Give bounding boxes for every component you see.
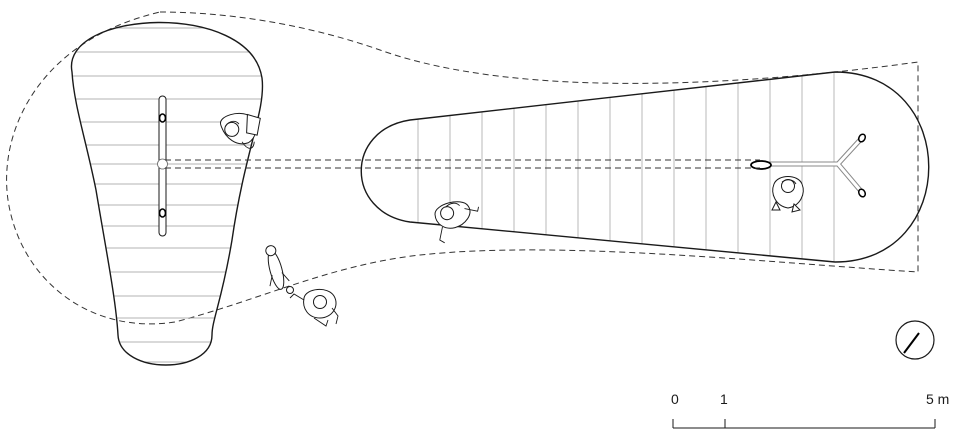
north-arrow-icon bbox=[895, 320, 935, 360]
left-deck-ring-top bbox=[158, 113, 167, 123]
right-deck bbox=[360, 71, 930, 263]
right-deck-ring bbox=[750, 160, 772, 170]
left-deck-planks bbox=[71, 27, 263, 363]
scale-label-zero: 0 bbox=[671, 391, 679, 407]
left-deck bbox=[71, 21, 264, 366]
right-deck-end-top bbox=[857, 133, 867, 143]
scale-label-one: 1 bbox=[720, 391, 728, 407]
left-deck-pivot bbox=[157, 158, 168, 170]
left-deck-outline bbox=[71, 21, 264, 366]
scale-label-five: 5 m bbox=[926, 391, 950, 407]
person-figure-left-deck bbox=[220, 112, 261, 149]
person-figure-walking bbox=[286, 286, 339, 327]
right-deck-planks bbox=[417, 72, 835, 262]
center-axis-dash bbox=[165, 159, 760, 169]
dashed-envelope bbox=[6, 11, 919, 325]
left-deck-ring-bottom bbox=[158, 208, 167, 218]
right-deck-end-bottom bbox=[857, 188, 867, 198]
right-deck-outline bbox=[360, 71, 930, 263]
person-figure-right-deck-left bbox=[434, 201, 479, 244]
person-figure-lying bbox=[265, 245, 290, 290]
person-figure-right-deck-right bbox=[771, 176, 804, 213]
scale-bar bbox=[672, 419, 936, 429]
